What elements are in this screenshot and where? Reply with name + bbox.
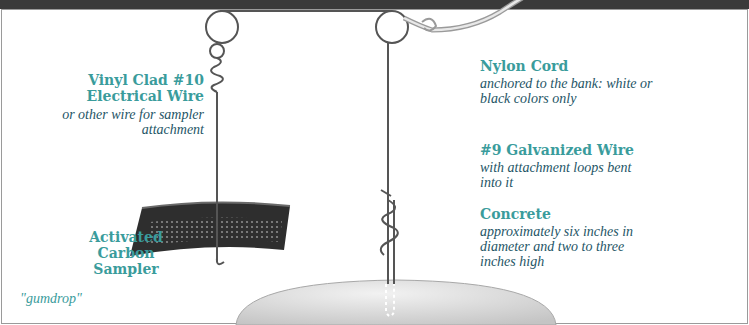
concrete-base <box>236 280 556 325</box>
nylon-cord <box>404 0 522 31</box>
part-name: Activated Carbon Sampler <box>80 229 172 277</box>
part-name: #9 Galvanized Wire <box>480 142 680 158</box>
part-name: Concrete <box>480 206 670 222</box>
part-note: with attachment loops bent into it <box>480 160 650 190</box>
embedded-wire <box>386 284 394 316</box>
part-note: or other wire for sampler attachment <box>62 107 204 137</box>
model-name: "gumdrop" <box>20 291 110 307</box>
part-name: Vinyl Clad #10 Electrical Wire <box>32 72 204 104</box>
photo-strip <box>0 0 749 9</box>
part-note: approximately six inches in diameter and… <box>480 224 648 269</box>
part-name: Nylon Cord <box>480 58 670 74</box>
part-note: anchored to the bank: white or black col… <box>480 76 658 106</box>
frame <box>2 10 748 324</box>
